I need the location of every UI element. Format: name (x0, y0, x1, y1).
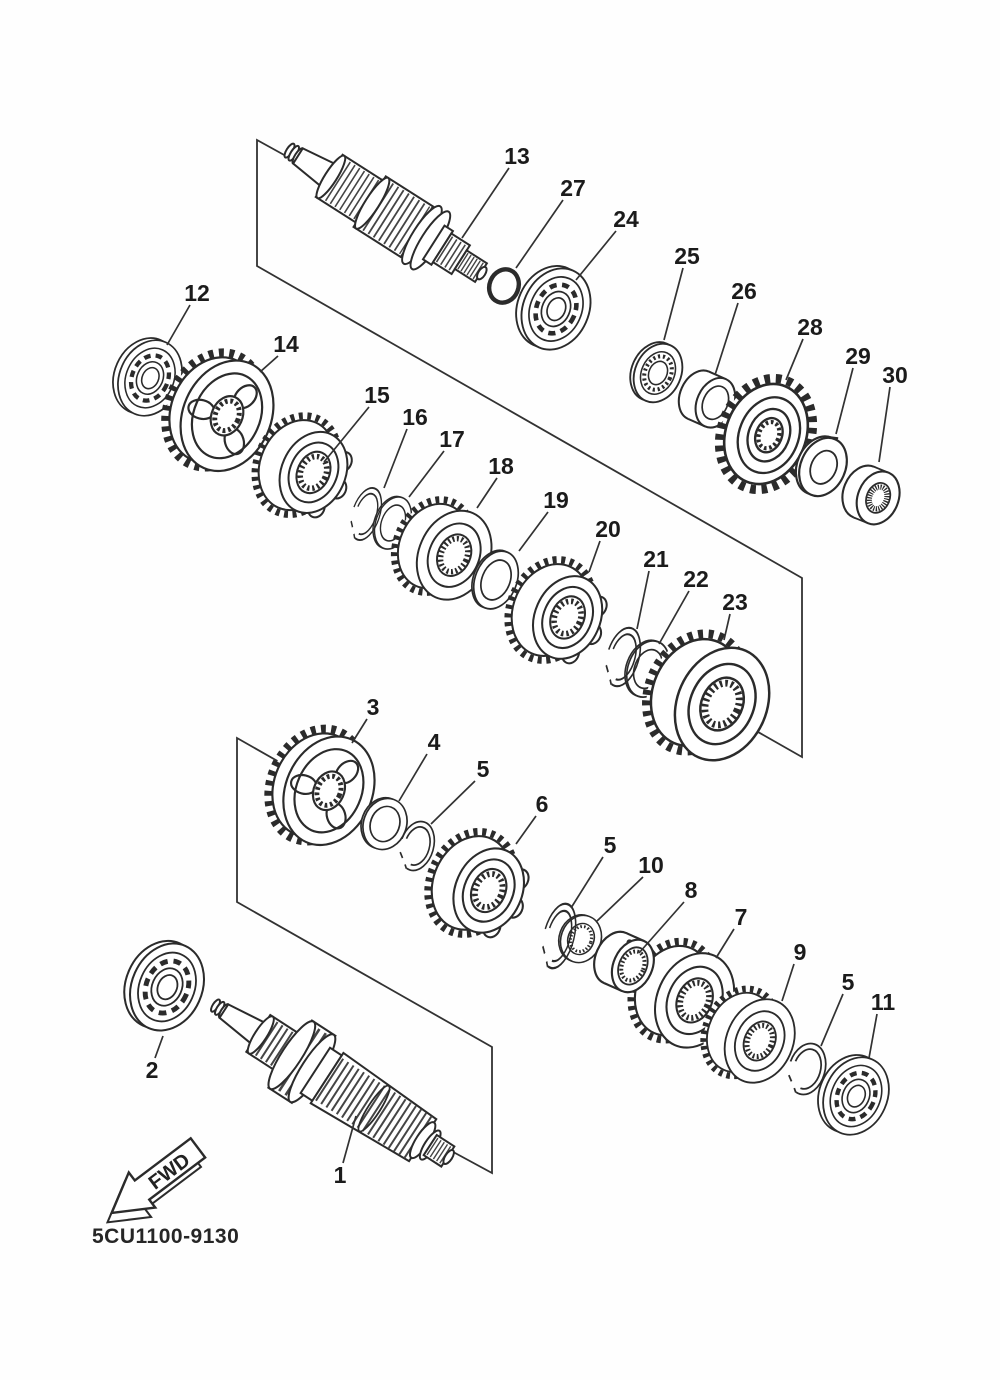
callout-19: 19 (543, 487, 569, 513)
callout-3: 3 (367, 694, 380, 720)
fwd-arrow-icon: FWD (105, 1136, 207, 1224)
part-1-drive-axle-shaft (210, 998, 456, 1168)
callout-14: 14 (273, 331, 299, 357)
callout-10: 10 (638, 852, 664, 878)
callout-22: 22 (683, 566, 709, 592)
callout-5c: 5 (842, 969, 855, 995)
part-6-dog-gear (412, 818, 545, 955)
callout-1: 1 (334, 1162, 347, 1188)
callout-28: 28 (797, 314, 823, 340)
callout-11: 11 (871, 989, 896, 1015)
callout-24: 24 (613, 206, 639, 232)
callout-18: 18 (488, 453, 514, 479)
callout-15: 15 (364, 382, 390, 408)
callout-25: 25 (674, 243, 700, 269)
upper-plane-outline (256, 138, 803, 759)
callout-26: 26 (731, 278, 757, 304)
callout-30: 30 (882, 362, 908, 388)
lower-plane-outline (236, 736, 493, 1175)
callout-13: 13 (504, 143, 530, 169)
part-13-main-axle-shaft (283, 142, 489, 284)
callout-6: 6 (536, 791, 549, 817)
leader-lines (154, 167, 891, 1164)
callout-21: 21 (643, 546, 669, 572)
callout-5b: 5 (604, 832, 617, 858)
part-24-ball-bearing (504, 255, 603, 361)
callout-labels: 13 27 24 25 26 28 29 30 12 14 15 16 17 1… (146, 143, 908, 1188)
callout-7: 7 (735, 904, 748, 930)
callout-16: 16 (402, 404, 428, 430)
callout-27: 27 (560, 175, 586, 201)
callout-29: 29 (845, 343, 871, 369)
callout-8: 8 (685, 877, 698, 903)
assembly-plane-outlines (236, 138, 803, 1175)
callout-2: 2 (146, 1057, 159, 1083)
callout-12: 12 (184, 280, 210, 306)
callout-17: 17 (439, 426, 465, 452)
callout-23: 23 (722, 589, 748, 615)
callout-20: 20 (595, 516, 621, 542)
callout-5a: 5 (477, 756, 490, 782)
callout-9: 9 (794, 939, 807, 965)
callout-4: 4 (428, 729, 441, 755)
part-2-ball-bearing (111, 929, 217, 1042)
part-code: 5CU1100-9130 (92, 1225, 239, 1248)
